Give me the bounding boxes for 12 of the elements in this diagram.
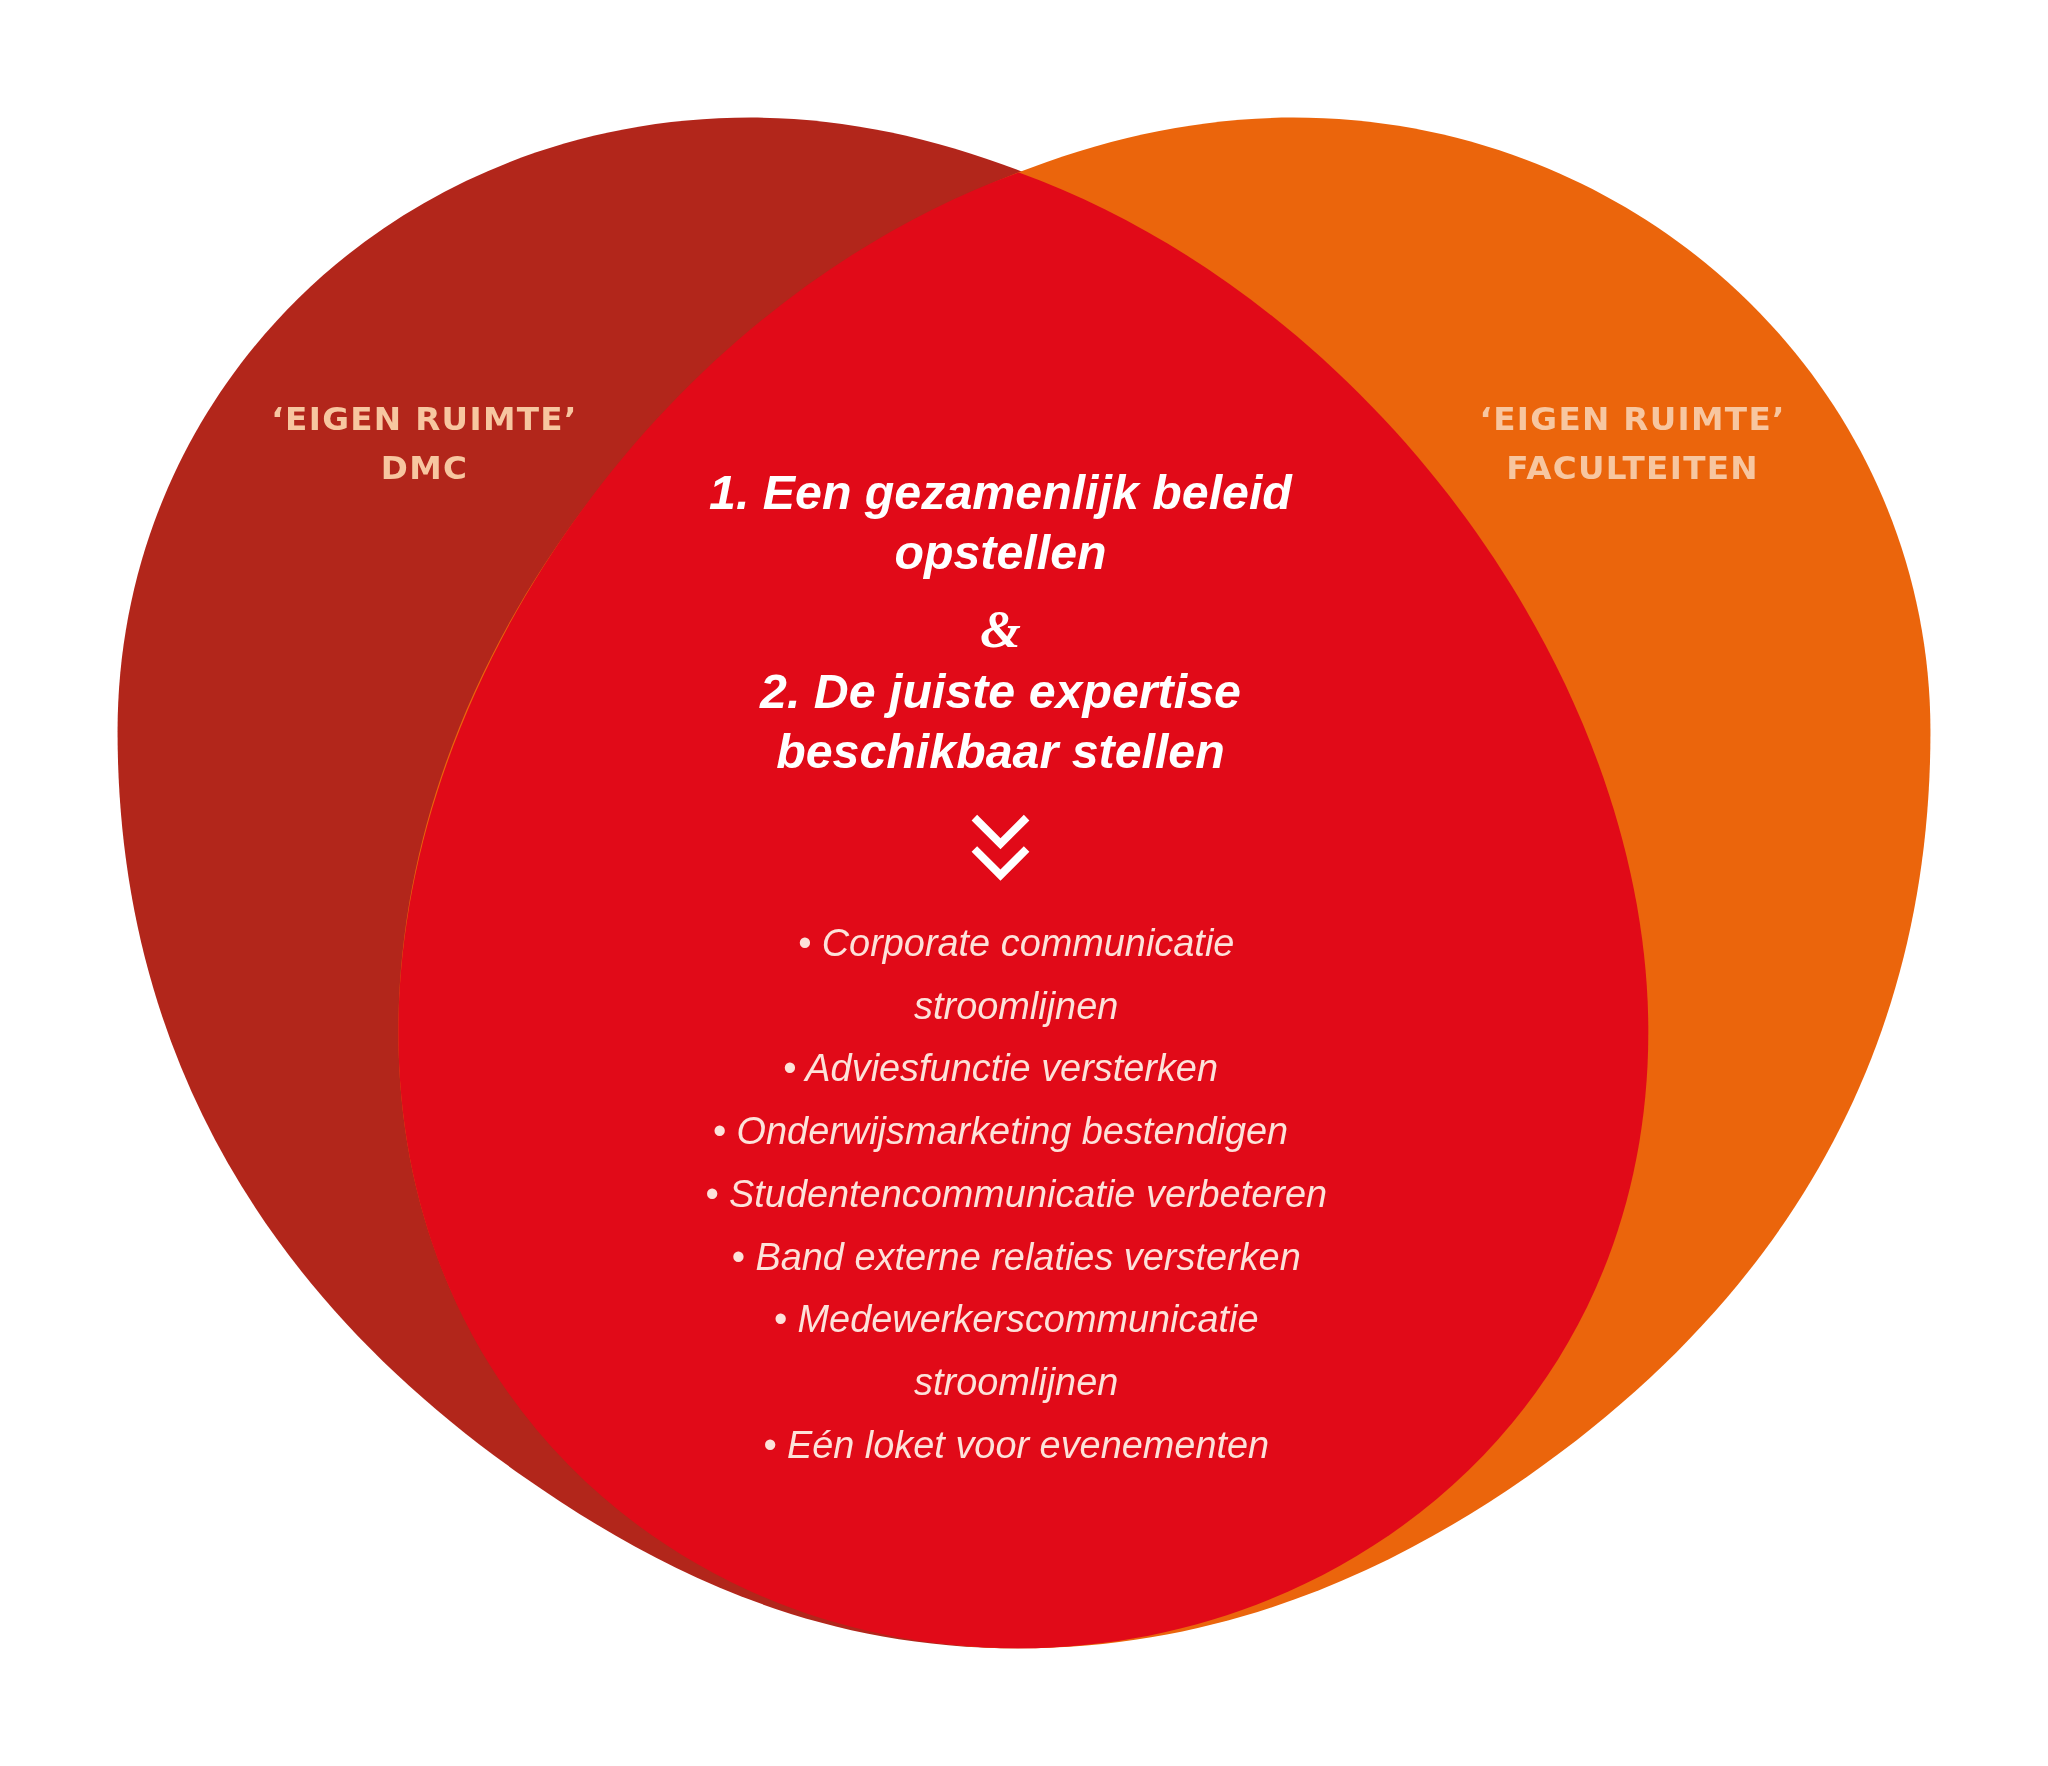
bullet-item: • Eén loket voor evenementen <box>762 1422 1271 1468</box>
region-label: ‘EIGEN RUIMTE’ FACULTEITEN <box>1478 398 1787 490</box>
ampersand-text: & <box>979 598 1022 660</box>
bullet-item: • Medewerkerscommunicatie stroomlijnen <box>772 1297 1260 1405</box>
heading-text: 2. De juiste expertise beschikbaar stellen <box>758 663 1242 781</box>
heading-text: 1. Een gezamenlijk beleid opstellen <box>708 465 1294 582</box>
bullet-item: • Onderwijsmarketing bestendigen <box>711 1109 1290 1154</box>
bullet-item: • Adviesfunctie versterken <box>782 1046 1219 1092</box>
bullet-item: • Band externe relaties versterken <box>730 1234 1302 1280</box>
bullet-item: • Studentencommunicatie verbeteren <box>704 1171 1329 1217</box>
bullet-item: • Corporate communicatie stroomlijnen <box>796 921 1236 1029</box>
region-label: ‘EIGEN RUIMTE’ DMC <box>270 398 579 490</box>
